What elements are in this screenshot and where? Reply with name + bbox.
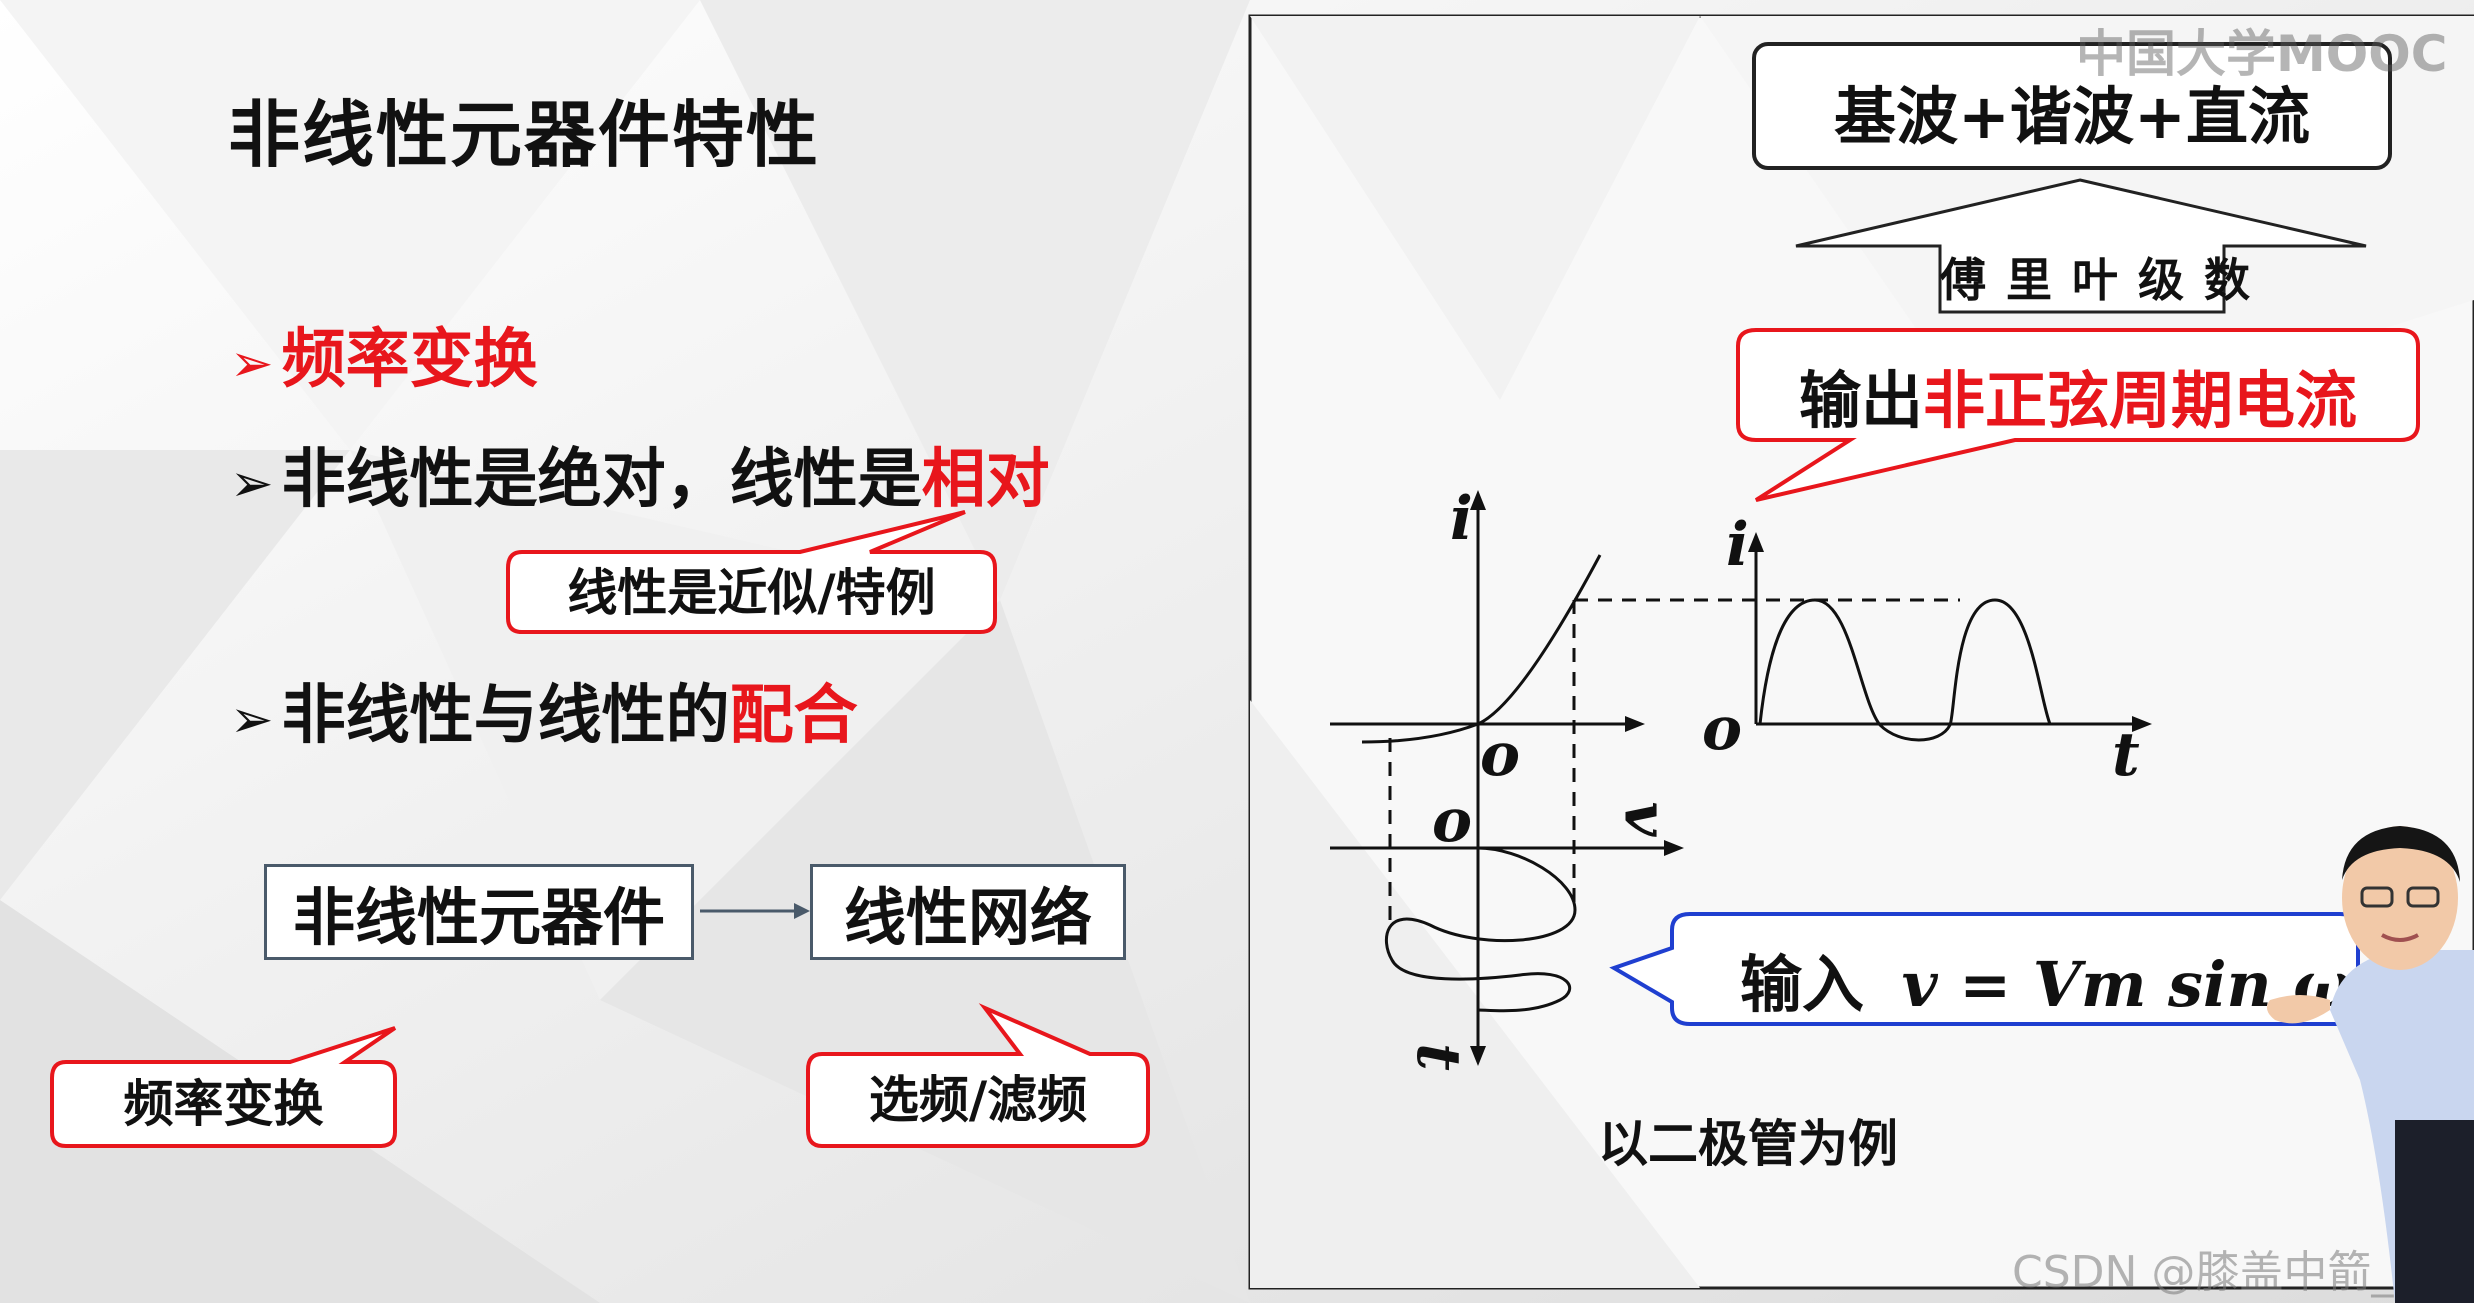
csdn-watermark: CSDN @膝盖中箭_ [2012, 1236, 2393, 1300]
mooc-watermark: 中国大学MOOC [2076, 14, 2447, 86]
